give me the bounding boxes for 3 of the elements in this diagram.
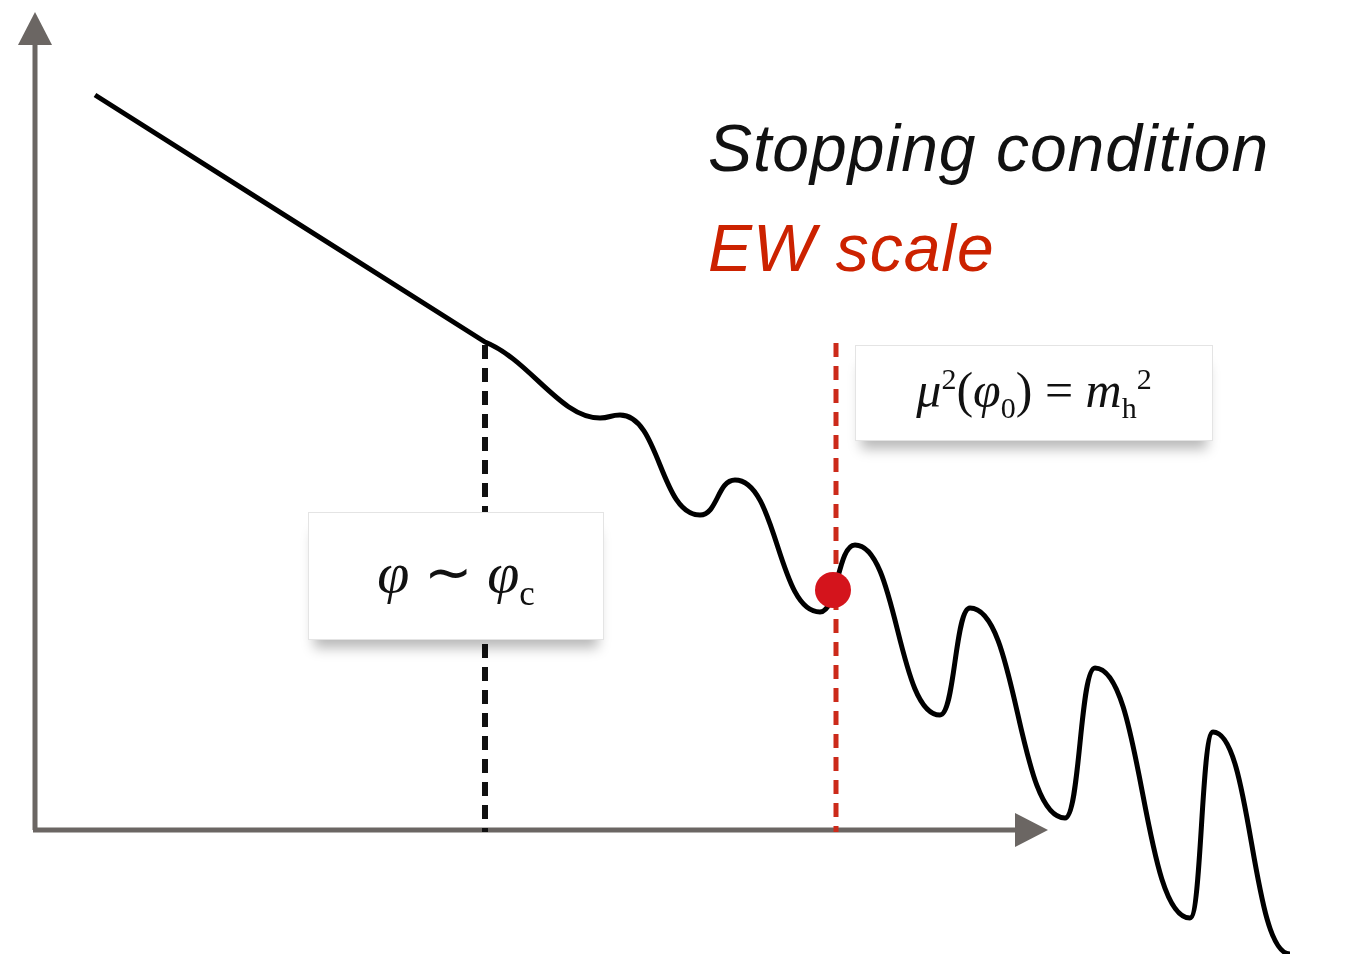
scale-label: EW scale — [708, 212, 995, 285]
heading-text: Stopping condition — [708, 112, 1270, 185]
formula-box: φ ∼ φ$_{c}$ — [308, 512, 604, 640]
